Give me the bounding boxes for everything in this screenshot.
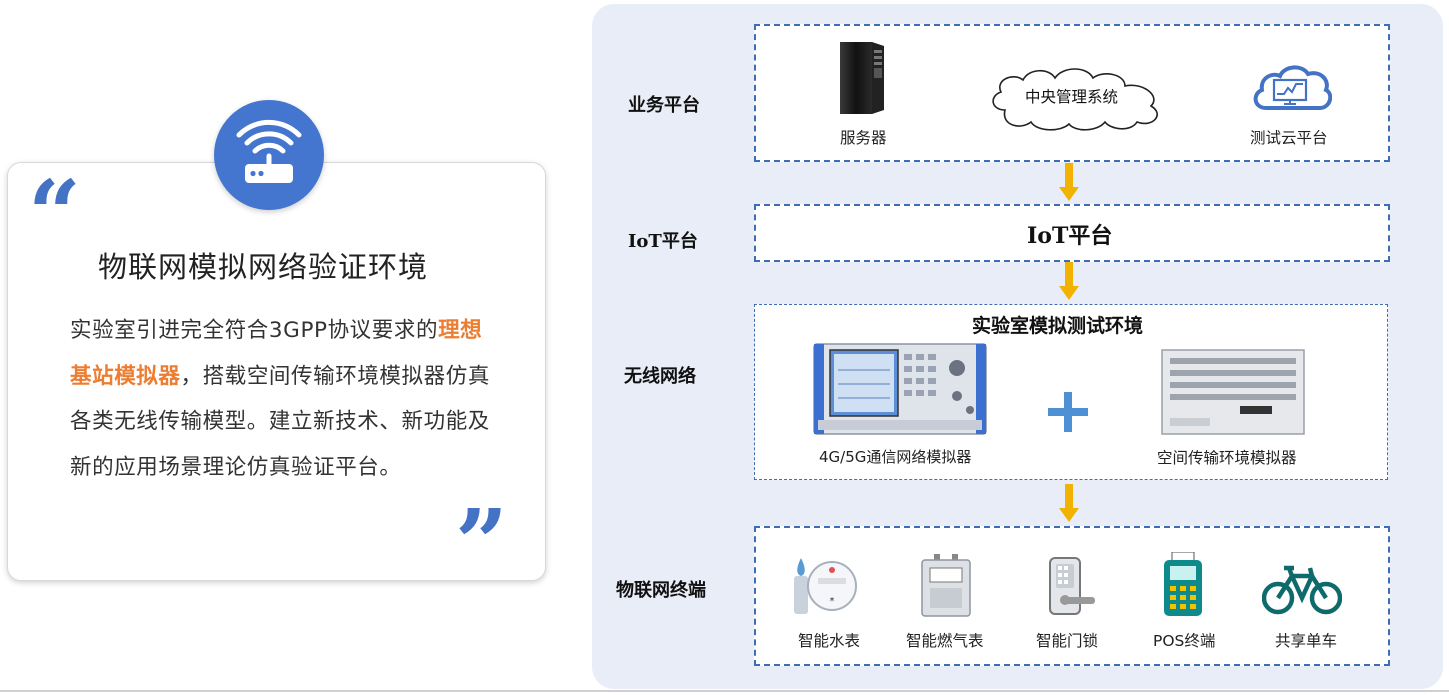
layer-label-wireless: 无线网络	[624, 366, 696, 387]
cloud-central-icon	[992, 68, 1158, 131]
terminal-label-4: POS终端	[1153, 632, 1216, 650]
bicycle-icon	[1262, 565, 1342, 615]
body-text-1: 实验室引进完全符合3GPP协议要求的	[70, 318, 439, 343]
terminal-label-3: 智能门锁	[1036, 632, 1099, 650]
water-meter-icon: *	[794, 558, 857, 614]
server-label: 服务器	[840, 129, 887, 147]
card-title: 物联网模拟网络验证环境	[98, 250, 429, 284]
test-cloud-label: 测试云平台	[1250, 129, 1328, 147]
terminal-label-5: 共享单车	[1275, 632, 1338, 650]
layer-label-iot: IoT平台	[628, 231, 698, 252]
central-system-label: 中央管理系统	[1025, 88, 1119, 106]
arrow-down-icon	[1059, 484, 1079, 522]
iot-platform-title: IoT平台	[1027, 223, 1113, 249]
quote-close-icon: ”	[455, 489, 508, 597]
svg-text:*: *	[830, 596, 835, 607]
quote-open-icon: “	[28, 160, 81, 268]
layer-label-terminal: 物联网终端	[616, 580, 706, 601]
door-lock-icon	[1049, 557, 1095, 615]
channel-emulator-label: 空间传输环境模拟器	[1157, 449, 1297, 467]
card-body: 实验室引进完全符合3GPP协议要求的理想基站模拟器，搭载空间传输环境模拟器仿真各…	[70, 308, 495, 490]
network-simulator-icon	[813, 343, 987, 435]
arrow-down-icon	[1059, 262, 1079, 300]
bottom-divider	[0, 690, 1449, 692]
gas-meter-icon	[921, 554, 971, 617]
terminal-label-2: 智能燃气表	[906, 632, 984, 650]
router-badge	[214, 100, 324, 210]
server-icon	[840, 42, 884, 114]
lab-test-env-title: 实验室模拟测试环境	[972, 315, 1144, 337]
body-text-2: ，搭载空间传输环境模拟器仿真各类无线传输模型。建立新技术、新功能及新的应用场景理…	[70, 363, 490, 480]
arrow-down-icon	[1059, 163, 1079, 201]
terminal-label-1: 智能水表	[798, 632, 861, 650]
test-cloud-icon	[1253, 65, 1332, 110]
plus-icon	[1048, 392, 1088, 432]
pos-terminal-icon	[1164, 552, 1202, 616]
router-icon	[236, 119, 302, 183]
network-simulator-label: 4G/5G通信网络模拟器	[819, 448, 972, 466]
intro-card	[7, 162, 546, 581]
body-highlight: 理想基站模拟器	[70, 318, 483, 389]
iot-platform-box	[754, 204, 1390, 262]
channel-emulator-icon	[1161, 349, 1305, 435]
layer-label-business: 业务平台	[628, 95, 700, 116]
